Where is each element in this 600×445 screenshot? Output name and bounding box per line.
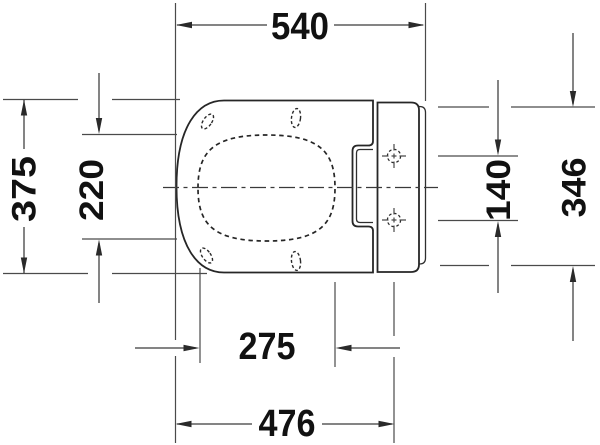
dimension-lines	[20, 21, 577, 428]
bumper-pad-bottom-center	[290, 250, 302, 272]
fixing-holes	[382, 144, 406, 232]
dim-label-540: 540	[271, 6, 329, 48]
fixing-hole-top	[382, 144, 406, 168]
seat-notch-inner-line	[355, 148, 373, 224]
fixing-hole-bottom	[382, 208, 406, 232]
bumper-pad-top-left	[200, 113, 215, 130]
dimension-labels: 540 375 220 140 346 275 476	[6, 6, 594, 445]
bumper-pad-top-center	[290, 107, 302, 129]
seat-body	[175, 99, 374, 274]
dim-label-220: 220	[73, 159, 111, 221]
dim-label-140: 140	[480, 159, 518, 221]
dim-label-375: 375	[6, 156, 44, 222]
dim-label-476: 476	[259, 403, 316, 445]
dim-label-275: 275	[239, 326, 296, 368]
bowl-dashed-outline	[197, 134, 336, 242]
ceramic-back-edge	[409, 105, 427, 265]
extension-lines	[3, 3, 595, 443]
bumper-pads	[199, 107, 302, 272]
bumper-pad-bottom-left	[199, 247, 214, 264]
dim-label-346: 346	[556, 158, 594, 218]
